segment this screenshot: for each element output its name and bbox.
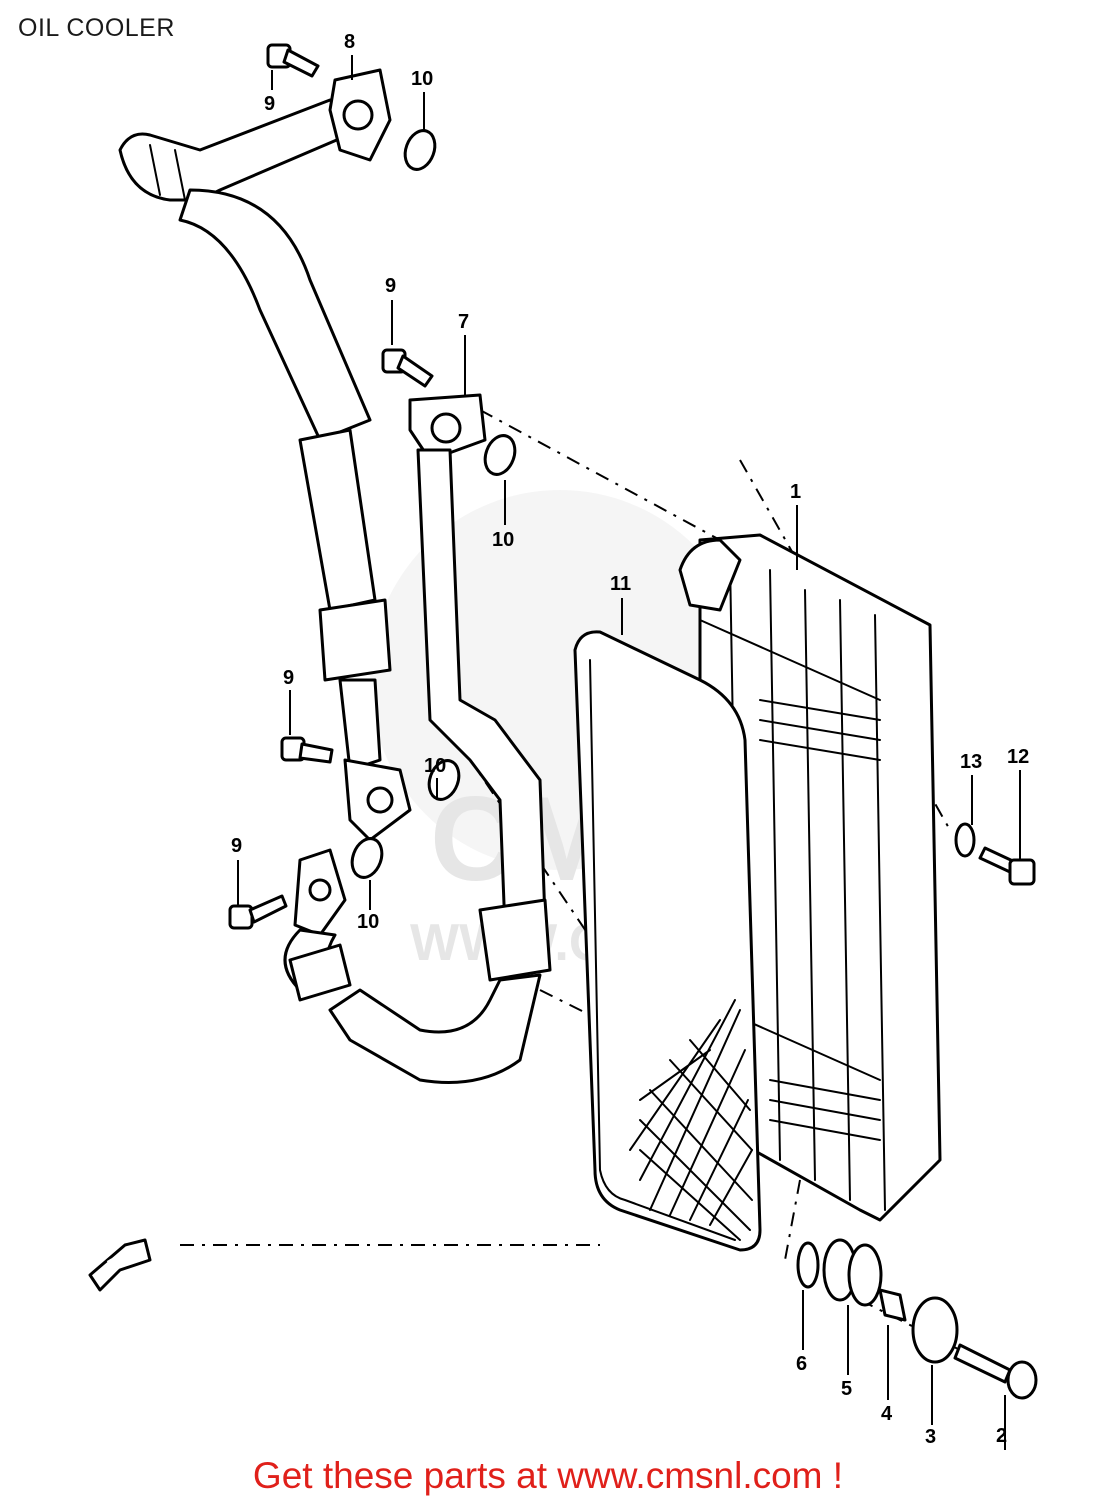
fwd-arrow: FWD	[88, 1238, 152, 1292]
callout-9: 9	[385, 275, 396, 297]
washer-3	[911, 1296, 959, 1364]
callout-10: 10	[492, 529, 514, 551]
grommet-5	[822, 1238, 883, 1307]
callout-9: 9	[283, 667, 294, 689]
callout-6: 6	[796, 1353, 807, 1375]
bolt-9-top	[266, 43, 320, 78]
callout-10: 10	[411, 68, 433, 90]
callout-12: 12	[1007, 746, 1029, 768]
diagram-title: OIL COOLER	[18, 14, 175, 42]
callout-4: 4	[881, 1403, 893, 1425]
bolt-9-mid	[381, 348, 434, 388]
callout-9: 9	[264, 93, 275, 115]
callout-7: 7	[458, 311, 469, 333]
footer-link[interactable]: Get these parts at www.cmsnl.com !	[252, 1455, 844, 1496]
callout-11: 11	[610, 573, 631, 595]
washer-13	[954, 822, 976, 858]
lower-hose-fitting	[283, 848, 352, 1002]
callout-numbers: 8 9 10 9 7 10 1 11 9 10 9 10 13 12 6 5 4…	[231, 31, 1029, 1448]
bolt-2	[953, 1343, 1038, 1400]
callout-9: 9	[231, 835, 242, 857]
washer-6	[796, 1241, 820, 1289]
oil-cooler-core	[678, 533, 942, 1222]
hose-fitting-8	[328, 68, 392, 162]
callout-10: 10	[424, 755, 446, 777]
callout-10: 10	[357, 911, 379, 933]
callout-13: 13	[960, 751, 982, 773]
callout-5: 5	[841, 1378, 852, 1400]
bolt-9-lower	[280, 736, 334, 764]
callout-8: 8	[344, 31, 355, 53]
callout-1: 1	[790, 481, 801, 503]
callout-2: 2	[996, 1425, 1008, 1447]
bolt-9-bottom	[228, 894, 288, 930]
cooler-guard-11	[573, 630, 762, 1252]
oil-pipe-assembly-7	[328, 393, 552, 1084]
hose-lower-fitting	[343, 758, 412, 842]
collar-4	[878, 1288, 907, 1322]
upper-oil-hose	[118, 98, 392, 772]
bolt-12	[978, 846, 1036, 886]
callout-leaders	[237, 55, 1021, 1450]
callout-3: 3	[925, 1426, 936, 1448]
oil-cooler-exploded-diagram: CMS WWW.CMSNL.COM	[88, 31, 1038, 1450]
